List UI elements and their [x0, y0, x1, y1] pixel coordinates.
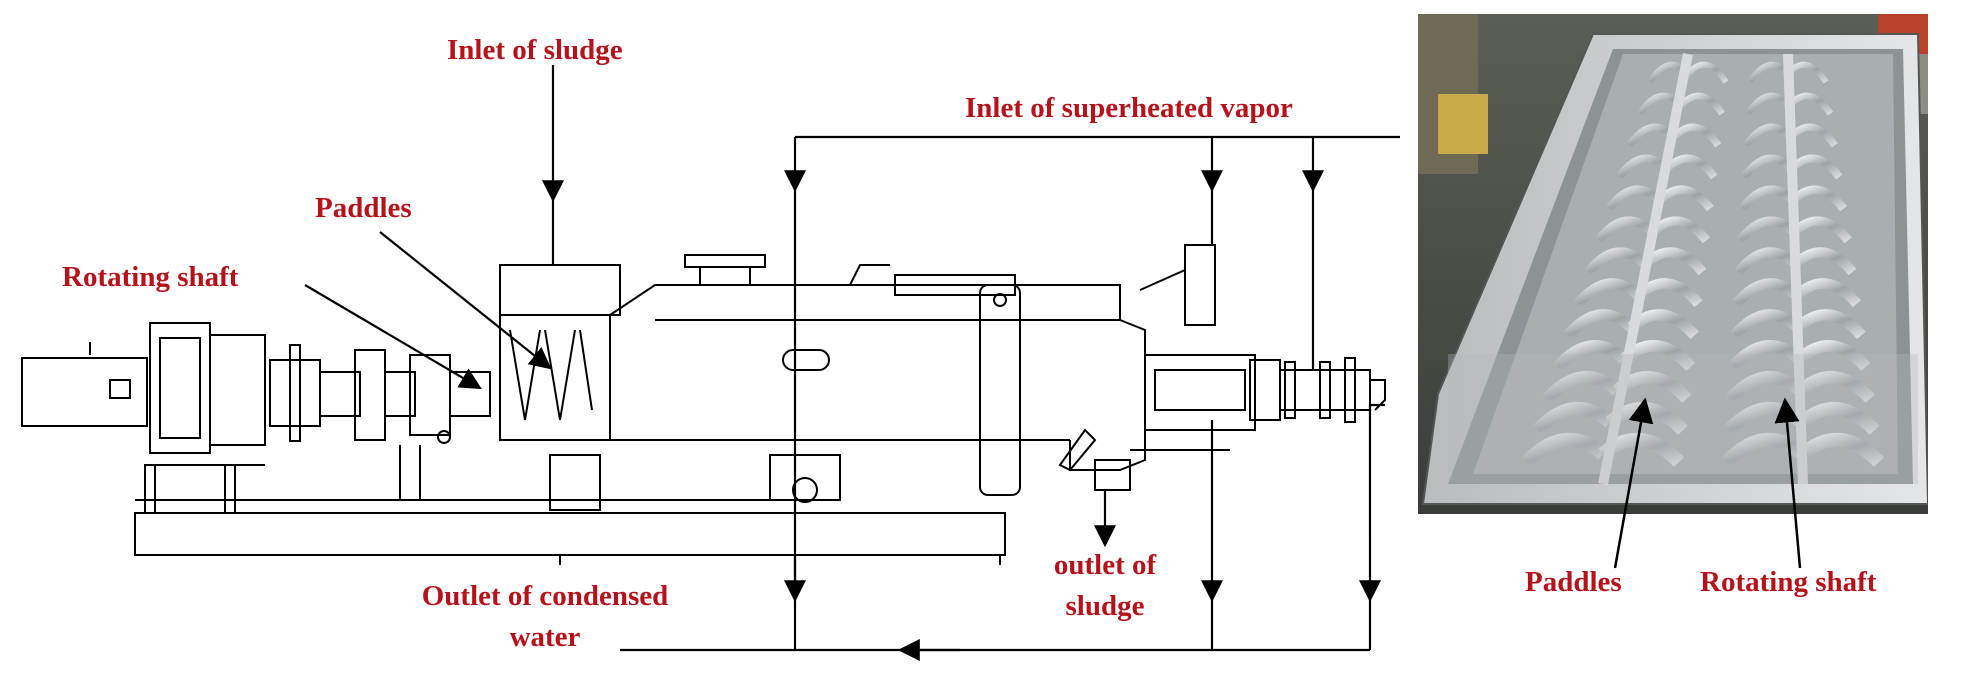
paddle: [1790, 216, 1852, 244]
paddle: [1521, 432, 1608, 467]
paddle: [1663, 154, 1718, 180]
pointer-paddles: [379, 231, 552, 370]
paddle: [1595, 216, 1656, 244]
base-frame: [134, 512, 1006, 556]
process-lines: [304, 65, 1400, 661]
paddle: [1792, 247, 1857, 276]
paddle: [1793, 278, 1862, 308]
paddle: [1685, 61, 1729, 84]
label-inlet-vapor: Inlet of superheated vapor: [965, 92, 1293, 124]
label-paddles: Paddles: [315, 192, 412, 224]
paddle: [1563, 309, 1636, 340]
photo-label-rotating-shaft: Rotating shaft: [1700, 566, 1877, 598]
pointer-rotating-shaft: [304, 284, 482, 390]
label-outlet-sludge-line2: sludge: [1065, 590, 1145, 622]
label-outlet-condensed: Outlet of condensed water: [375, 581, 715, 653]
label-outlet-condensed-line2: water: [509, 621, 581, 653]
paddle: [1584, 247, 1649, 276]
dryer-photo: [1418, 14, 1928, 514]
label-outlet-sludge: outlet of sludge: [1030, 550, 1180, 622]
paddle: [1795, 340, 1871, 372]
machine-drawing: [21, 244, 1386, 565]
paddle: [1542, 371, 1622, 404]
paddle: [1532, 401, 1615, 436]
paddle: [1553, 340, 1629, 372]
paddle: [1798, 432, 1885, 467]
paddle: [1797, 401, 1880, 436]
label-outlet-sludge-line1: outlet of: [1053, 549, 1157, 581]
photo-label-paddles: Paddles: [1525, 566, 1622, 598]
paddle: [1794, 309, 1866, 340]
paddle: [1726, 371, 1805, 404]
label-outlet-condensed-line1: Outlet of condensed: [421, 580, 669, 612]
paddle: [1732, 278, 1801, 308]
paddle: [1728, 340, 1804, 372]
paddle: [1671, 123, 1722, 148]
paddle: [1796, 371, 1875, 404]
drum-body: [609, 284, 1121, 320]
motor: [21, 357, 148, 427]
label-inlet-sludge: Inlet of sludge: [447, 34, 623, 66]
label-rotating-shaft: Rotating shaft: [62, 261, 239, 293]
paddle: [1574, 278, 1643, 308]
inlet-hopper: [499, 264, 621, 316]
paddle: [1678, 92, 1725, 116]
paddle: [1730, 309, 1802, 340]
